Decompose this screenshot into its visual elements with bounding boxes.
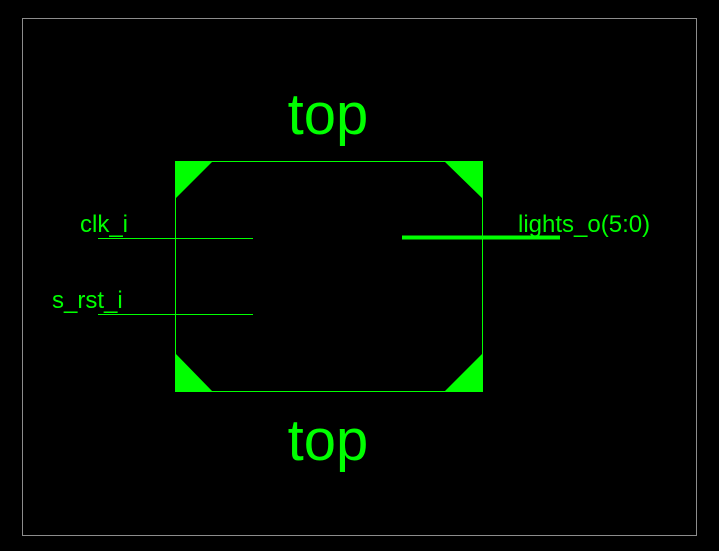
corner-marker-top-right xyxy=(444,161,483,199)
corner-marker-top-left xyxy=(175,161,213,199)
corner-marker-bottom-left xyxy=(175,353,213,392)
component-symbol[interactable] xyxy=(175,161,483,392)
component-body xyxy=(175,161,483,392)
port-label: lights_o(5:0) xyxy=(518,211,650,238)
port-label: s_rst_i xyxy=(52,287,123,314)
input-port-clk[interactable]: clk_i xyxy=(80,211,253,239)
component-name-bottom: top xyxy=(288,408,369,473)
output-port-lights[interactable]: lights_o(5:0) xyxy=(402,211,650,240)
component-name-top: top xyxy=(288,82,369,147)
corner-marker-bottom-right xyxy=(444,353,483,392)
input-port-rst[interactable]: s_rst_i xyxy=(52,287,253,315)
port-label: clk_i xyxy=(80,211,128,238)
page-frame xyxy=(22,18,697,536)
